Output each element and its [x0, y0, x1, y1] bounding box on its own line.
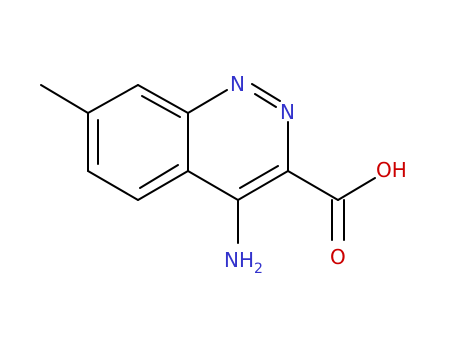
bond-nn — [251, 83, 281, 102]
bond-ring-a-2 — [137, 84, 189, 114]
bond-acid-c — [287, 170, 339, 201]
bond-ring-a-4 — [137, 170, 189, 201]
bond-ring-a-inner-2 — [139, 164, 179, 189]
bond-ring-a-5 — [87, 170, 139, 201]
atom-n2-label: N — [280, 100, 295, 124]
bond-ring-b-1 — [187, 89, 228, 114]
bond-ring-b-4 — [237, 170, 289, 201]
bond-methyl — [40, 84, 89, 114]
atom-o-label: O — [330, 245, 346, 269]
bond-ring-b-4-inner — [239, 165, 279, 189]
bond-ring-a-1 — [87, 84, 139, 114]
bond-acid-oh — [337, 177, 376, 201]
atom-n1-label: N — [230, 72, 245, 96]
bond-ring-a-inner-1 — [141, 95, 181, 118]
atom-oh-label: OH — [376, 158, 407, 182]
bond-nn-double — [254, 93, 277, 108]
atom-nh2-label: NH — [224, 248, 254, 272]
atom-nh2-subscript: 2 — [254, 261, 263, 277]
bond-ring-b-5 — [187, 170, 239, 201]
